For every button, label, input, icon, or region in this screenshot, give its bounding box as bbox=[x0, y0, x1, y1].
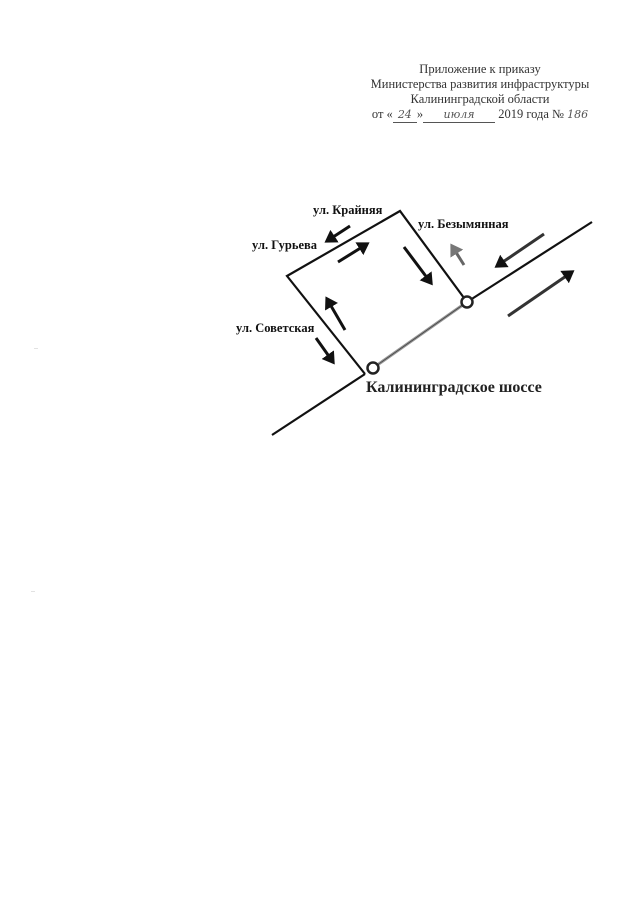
highway-segment-upper bbox=[466, 221, 593, 303]
scan-speck: ‥ bbox=[31, 587, 36, 594]
street-block-outline bbox=[285, 209, 468, 375]
header-line-1: Приложение к приказу bbox=[419, 62, 541, 76]
date-prefix: от « bbox=[371, 107, 393, 121]
junction-marker-sovetskaya bbox=[366, 361, 380, 375]
label-guryeva: ул. Гурьева bbox=[252, 238, 318, 252]
header-date-line: от «24»июля 2019 года № 186 bbox=[360, 107, 600, 123]
arrow-sovetskaya-southbound bbox=[314, 337, 335, 365]
order-number-handwritten: 186 bbox=[567, 108, 589, 121]
highway-segment-lower bbox=[271, 373, 366, 436]
arrow-guryeva-eastbound bbox=[337, 242, 370, 264]
date-year: 2019 года № bbox=[498, 107, 564, 121]
label-bezymyannaya: ул. Безымянная bbox=[418, 217, 509, 231]
label-sovetskaya: ул. Советская bbox=[236, 321, 315, 335]
junction-marker-bezymyannaya bbox=[460, 295, 474, 309]
label-krainyaya: ул. Крайняя bbox=[313, 203, 383, 217]
date-day-handwritten: 24 bbox=[392, 107, 417, 123]
date-mid: » bbox=[416, 107, 424, 121]
highway-link-centerline bbox=[372, 301, 468, 369]
scan-speck: ‥ bbox=[34, 344, 39, 351]
header-line-3: Калининградской области bbox=[410, 92, 550, 106]
arrow-bezymyannaya-southbound bbox=[402, 246, 433, 286]
order-header: Приложение к приказу Министерства развит… bbox=[360, 62, 600, 123]
date-month-handwritten: июля bbox=[423, 107, 496, 123]
arrow-highway-inbound bbox=[494, 232, 545, 268]
arrow-bezymyannaya-northbound bbox=[450, 243, 466, 266]
arrow-krainyaya-westbound bbox=[324, 224, 351, 243]
arrow-sovetskaya-northbound bbox=[325, 296, 347, 331]
header-line-2: Министерства развития инфраструктуры bbox=[370, 77, 590, 91]
label-highway: Калининградское шоссе bbox=[366, 379, 542, 396]
arrow-highway-outbound bbox=[507, 270, 575, 318]
